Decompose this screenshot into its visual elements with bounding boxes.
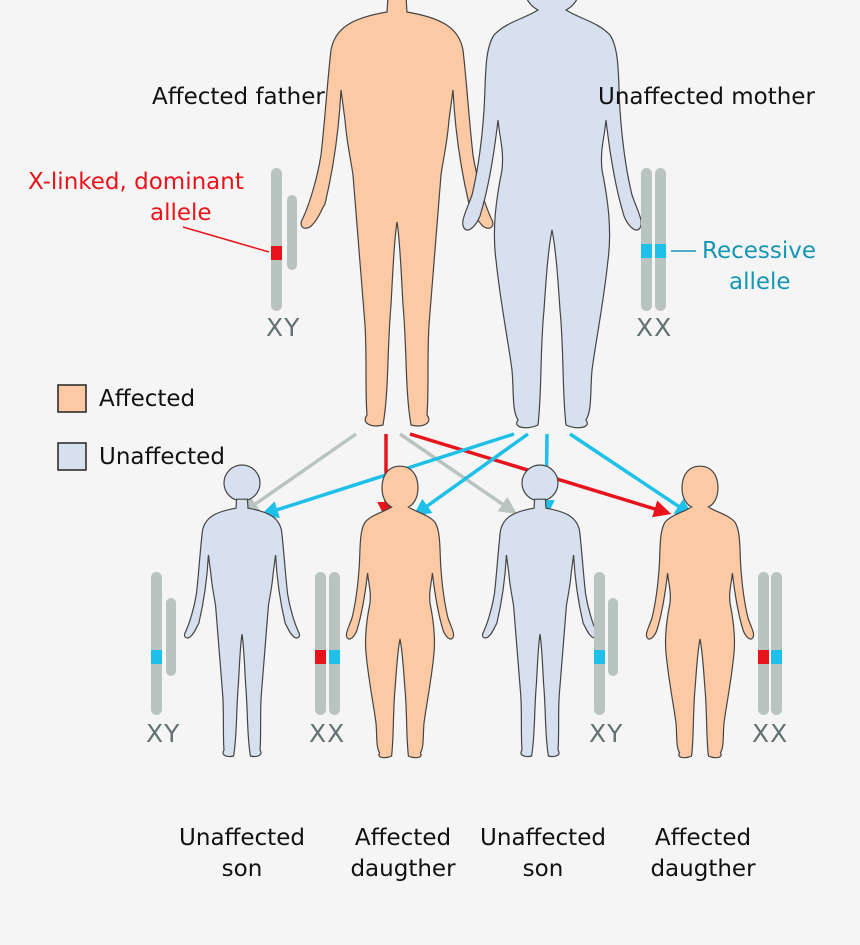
- daughter1-chromosomes: [315, 572, 340, 715]
- daughter2-chromosomes: [758, 572, 782, 715]
- son1-caption-line2: son: [222, 856, 263, 882]
- arrow-mother-x-to-daughter2: [569, 432, 693, 516]
- son2-caption-line1: Unaffected: [480, 825, 606, 851]
- mother-label: Unaffected mother: [598, 84, 815, 110]
- recessive-allele-label-1: Recessive: [702, 238, 816, 264]
- son1-chromosomes: [151, 572, 176, 715]
- father-chromosome-label: XY: [266, 313, 300, 342]
- father-label: Affected father: [152, 84, 325, 110]
- daughter1-chromosome-label: XX: [309, 719, 345, 748]
- legend-unaffected-label: Unaffected: [99, 444, 225, 470]
- son1-chromosome-label: XY: [146, 719, 180, 748]
- son2-chromosomes: [594, 572, 618, 715]
- arrow-father-y-to-son2: [399, 432, 517, 514]
- recessive-allele-label-2: allele: [729, 269, 791, 295]
- daughter1-caption-line1: Affected: [355, 825, 451, 851]
- legend-affected-swatch: [57, 384, 87, 413]
- dominant-allele-label-1: X-linked, dominant: [28, 169, 244, 195]
- mother-chromosomes: [641, 168, 666, 311]
- legend-unaffected-swatch: [57, 442, 87, 471]
- daughter2-caption-line1: Affected: [655, 825, 751, 851]
- son2-caption-line2: son: [523, 856, 564, 882]
- child-son-2: [481, 464, 599, 758]
- mother-chromosome-label: XX: [636, 313, 672, 342]
- arrow-father-y-to-son1: [241, 432, 358, 515]
- recessive-allele-marker: [655, 244, 666, 258]
- daughter1-caption-line2: daugther: [350, 856, 456, 882]
- son1-caption-line1: Unaffected: [179, 825, 305, 851]
- arrow-mother-x-to-daughter1: [413, 432, 530, 517]
- recessive-allele-marker: [641, 244, 652, 258]
- inheritance-arrows: [241, 432, 693, 520]
- daughter2-chromosome-label: XX: [752, 719, 788, 748]
- dominant-allele-marker: [271, 246, 282, 260]
- father-chromosomes: [271, 168, 297, 311]
- dominant-allele-pointer: [182, 226, 270, 253]
- legend: Affected Unaffected: [57, 384, 225, 471]
- child-daughter-1: [345, 465, 455, 759]
- child-captions: Unaffected son Affected daugther Unaffec…: [179, 825, 756, 882]
- father-figure: [300, 0, 494, 427]
- daughter2-caption-line2: daugther: [650, 856, 756, 882]
- dominant-allele-label-2: allele: [150, 200, 212, 226]
- legend-affected-label: Affected: [99, 386, 195, 412]
- son2-chromosome-label: XY: [589, 719, 623, 748]
